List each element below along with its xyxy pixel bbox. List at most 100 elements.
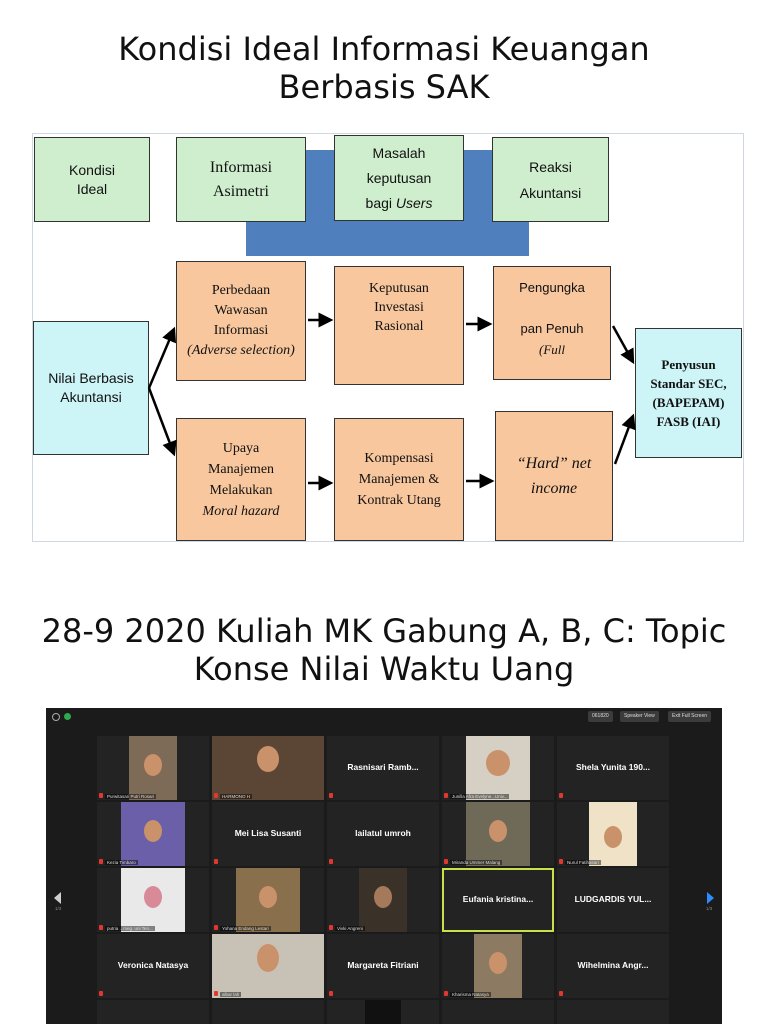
mic-muted-icon: [559, 991, 563, 996]
participant-name-caption: Vivki Angreni: [335, 926, 365, 931]
participant-tile[interactable]: LUDGARDIS YUL...: [557, 868, 669, 932]
participant-tile[interactable]: Junilla Afra Evelyne...Univ...: [442, 736, 554, 800]
info-icon[interactable]: [52, 713, 60, 721]
mic-muted-icon: [214, 925, 218, 930]
participant-name-caption: Nurul Fatihasari: [565, 860, 601, 865]
box-upaya-text: Upaya Manajemen Melakukan: [207, 440, 275, 498]
participant-name-caption: HARMONO H: [220, 794, 252, 799]
participant-tile[interactable]: Wihelmina Angr...: [557, 934, 669, 998]
box-informasi-asimetri-text: Informasi Asimetri: [209, 158, 273, 200]
box-kondisi-ideal-text: Kondisi Ideal: [69, 161, 115, 197]
participant-tile-partial[interactable]: [97, 1000, 209, 1024]
participant-tile[interactable]: Margareta Fitriani: [327, 934, 439, 998]
participant-name-caption: Miranda Ummer Malang: [450, 860, 503, 865]
title-line-2: Berbasis SAK: [278, 68, 490, 106]
shield-icon[interactable]: [64, 713, 71, 720]
participant-name: Mei Lisa Susanti: [234, 828, 302, 838]
participant-tile[interactable]: albar lah: [212, 934, 324, 998]
box-hard-text: “Hard” net income: [516, 455, 592, 497]
participant-tile[interactable]: Shela Yunita 190...: [557, 736, 669, 800]
box-hard-net-income: “Hard” net income: [495, 411, 613, 541]
box-nilai-text: Nilai Berbasis Akuntansi: [48, 370, 134, 405]
participant-tile[interactable]: Miranda Ummer Malang: [442, 802, 554, 866]
zoom-gallery: 061820 Speaker View Exit Full Screen 1/3…: [46, 708, 722, 1024]
participant-tile[interactable]: HARMONO H: [212, 736, 324, 800]
participant-tile[interactable]: Kharisma Natasya: [442, 934, 554, 998]
next-page-icon[interactable]: [707, 892, 714, 904]
box-keputusan-investasi: Keputusan Investasi Rasional: [334, 266, 464, 385]
mic-muted-icon: [99, 991, 103, 996]
participant-tile[interactable]: lailatul umroh: [327, 802, 439, 866]
participant-video: [359, 868, 407, 932]
participant-tile[interactable]: Nurul Fatihasari: [557, 802, 669, 866]
prev-page-icon[interactable]: [54, 892, 61, 904]
mic-muted-icon: [329, 793, 333, 798]
box-kondisi-ideal: Kondisi Ideal: [34, 137, 150, 222]
box-reaksi-akuntansi: Reaksi Akuntansi: [492, 137, 609, 222]
diagram-arrows: [147, 312, 636, 491]
participant-tile[interactable]: Yohana Endang Lestari: [212, 868, 324, 932]
mic-muted-icon: [214, 991, 218, 996]
speaker-view-button[interactable]: Speaker View: [620, 711, 659, 722]
participant-tile[interactable]: Mei Lisa Susanti: [212, 802, 324, 866]
box-perbedaan-adverse: (Adverse selection): [187, 343, 295, 358]
participant-tile[interactable]: Kezia Timbaro: [97, 802, 209, 866]
participant-tile-partial[interactable]: [442, 1000, 554, 1024]
box-masalah-text: Masalah keputusan bagi: [365, 144, 432, 211]
participant-tile[interactable]: Veronica Natasya: [97, 934, 209, 998]
participant-name-caption: Kharisma Natasya: [450, 992, 491, 997]
mic-muted-icon: [559, 859, 563, 864]
mic-muted-icon: [444, 793, 448, 798]
box-perbedaan-text: Perbedaan Wawasan Informasi: [211, 283, 271, 338]
participant-name: LUDGARDIS YUL...: [574, 894, 652, 904]
participant-tile-active-speaker[interactable]: Eufania kristina...: [442, 868, 554, 932]
mic-muted-icon: [99, 793, 103, 798]
mic-muted-icon: [329, 925, 333, 930]
box-pengungkapan-line1: Pengungka: [519, 280, 585, 295]
box-keputusan-text: Keputusan Investasi Rasional: [369, 281, 429, 334]
participant-tile[interactable]: Vivki Angreni: [327, 868, 439, 932]
mic-muted-icon: [444, 991, 448, 996]
box-kompensasi-text: Kompensasi Manajemen & Kontrak Utang: [357, 451, 441, 508]
exit-full-screen-button[interactable]: Exit Full Screen: [668, 711, 712, 722]
box-penyusun-standar: Penyusun Standar SEC, (BAPEPAM) FASB (IA…: [635, 328, 742, 458]
participant-tile[interactable]: Purwitasari Putri Rosari: [97, 736, 209, 800]
participant-tile-partial[interactable]: [327, 1000, 439, 1024]
box-pengungkapan: Pengungka pan Penuh (Full: [493, 266, 611, 380]
participant-name: Margareta Fitriani: [347, 960, 419, 970]
page-indicator-left: 1/3: [55, 906, 62, 911]
participant-name-caption: Purwitasari Putri Rosari: [105, 794, 157, 799]
meeting-id-button[interactable]: 061820: [588, 711, 613, 722]
participant-video: [365, 1000, 401, 1024]
box-masalah: Masalah keputusan bagi Users: [334, 135, 464, 221]
box-informasi-asimetri: Informasi Asimetri: [176, 137, 306, 222]
participant-name: Eufania kristina...: [462, 894, 534, 904]
participant-name-caption: Junilla Afra Evelyne...Univ...: [450, 794, 510, 799]
box-kompensasi: Kompensasi Manajemen & Kontrak Utang: [334, 418, 464, 541]
participant-video: [129, 736, 177, 800]
flow-diagram: Kondisi Ideal Informasi Asimetri Masalah…: [32, 133, 744, 542]
box-nilai-berbasis: Nilai Berbasis Akuntansi: [33, 321, 149, 455]
participant-tile-partial[interactable]: [557, 1000, 669, 1024]
participant-video: [121, 802, 185, 866]
participant-name: Rasnisari Ramb...: [347, 762, 419, 772]
participant-video: [474, 934, 522, 998]
participant-name: Shela Yunita 190...: [575, 762, 651, 772]
participant-tile[interactable]: putria ...meg. uni Ten...: [97, 868, 209, 932]
mic-muted-icon: [99, 925, 103, 930]
participant-video: [466, 802, 530, 866]
participant-name-caption: Kezia Timbaro: [105, 860, 138, 865]
participant-name: Wihelmina Angr...: [577, 960, 649, 970]
participant-tile[interactable]: Rasnisari Ramb...: [327, 736, 439, 800]
box-masalah-content: Masalah keputusan bagi Users: [354, 141, 444, 216]
participant-video: [212, 736, 324, 800]
participant-name-caption: albar lah: [220, 992, 242, 997]
box-penyusun-text: Penyusun Standar SEC, (BAPEPAM) FASB (IA…: [650, 357, 727, 429]
mic-muted-icon: [444, 859, 448, 864]
box-masalah-users: Users: [395, 194, 433, 211]
participant-tile-partial[interactable]: [212, 1000, 324, 1024]
slide2-title: 28-9 2020 Kuliah MK Gabung A, B, C: Topi…: [0, 612, 768, 688]
box-reaksi-text: Reaksi Akuntansi: [519, 158, 582, 201]
